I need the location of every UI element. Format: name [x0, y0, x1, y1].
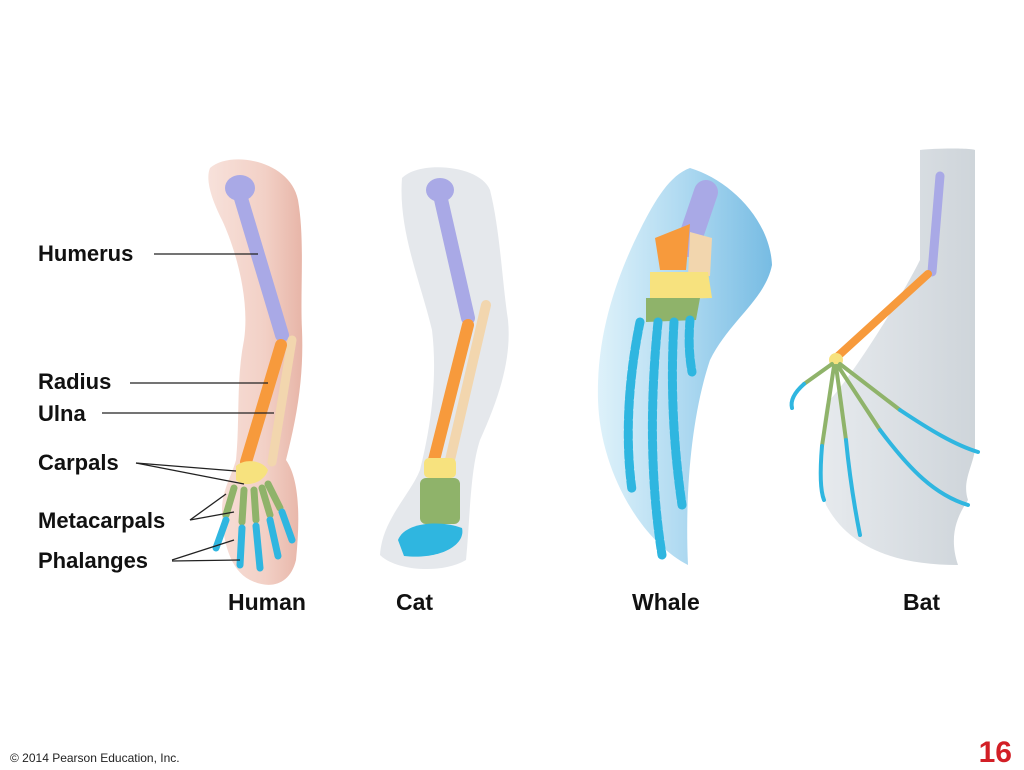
human-humerus-head [225, 175, 255, 201]
bat-wing-membrane [820, 148, 975, 565]
metacarpals-leader-1 [189, 493, 227, 521]
phalanges-leader-1 [171, 539, 235, 561]
copyright-notice: © 2014 Pearson Education, Inc. [10, 751, 180, 765]
caption-cat: Cat [396, 589, 434, 615]
human-phalanges [212, 508, 296, 572]
human-radius [240, 339, 287, 468]
cat-humerus [433, 188, 475, 325]
radius-label: Radius [38, 369, 112, 394]
whale-phalanges [623, 315, 697, 560]
cat-fur-outline [380, 167, 509, 570]
bat-radius [834, 270, 932, 360]
human-arm [208, 159, 303, 585]
bat-humerus [927, 171, 945, 277]
whale-bones [623, 180, 718, 560]
whale-carpals [650, 272, 712, 300]
human-humerus [233, 188, 289, 342]
metacarpals-leader-2 [189, 511, 235, 521]
phalanges-leader-2 [171, 559, 241, 562]
bat-bones [789, 171, 980, 537]
caption-whale: Whale [632, 589, 700, 615]
leader-lines [102, 253, 274, 562]
cat-humerus-head [426, 178, 454, 202]
whale-metacarpals [646, 298, 700, 322]
human-metacarpals [222, 480, 284, 526]
cat-bones [398, 178, 491, 557]
cat-radius [428, 319, 474, 466]
bat-phalanges [789, 382, 980, 537]
phalanges-label: Phalanges [38, 548, 149, 573]
cat-metacarpals [420, 478, 460, 524]
whale-flipper [597, 168, 772, 565]
human-ulna [267, 335, 297, 467]
human-carpals [236, 461, 268, 485]
humerus-label: Humerus [38, 241, 134, 266]
metacarpals-label: Metacarpals [38, 508, 166, 533]
carpals-leader-1 [135, 462, 237, 472]
whale-radius [655, 224, 690, 270]
human-skin-outline [208, 159, 303, 585]
carpals-label: Carpals [38, 450, 119, 475]
human-bones [212, 175, 297, 572]
caption-bat: Bat [903, 589, 941, 615]
cat-ulna [445, 300, 491, 465]
cat-leg [380, 167, 509, 570]
caption-human: Human [228, 589, 306, 615]
bat-wing [789, 148, 980, 565]
cat-carpals [424, 458, 456, 478]
cat-phalanges [398, 523, 463, 557]
whale-flipper-outline [597, 168, 772, 565]
ulna-label: Ulna [38, 401, 86, 426]
slide-number: 16 [978, 736, 1012, 769]
bat-metacarpals [802, 362, 902, 448]
whale-ulna [688, 232, 712, 276]
carpals-leader-2 [135, 462, 245, 485]
